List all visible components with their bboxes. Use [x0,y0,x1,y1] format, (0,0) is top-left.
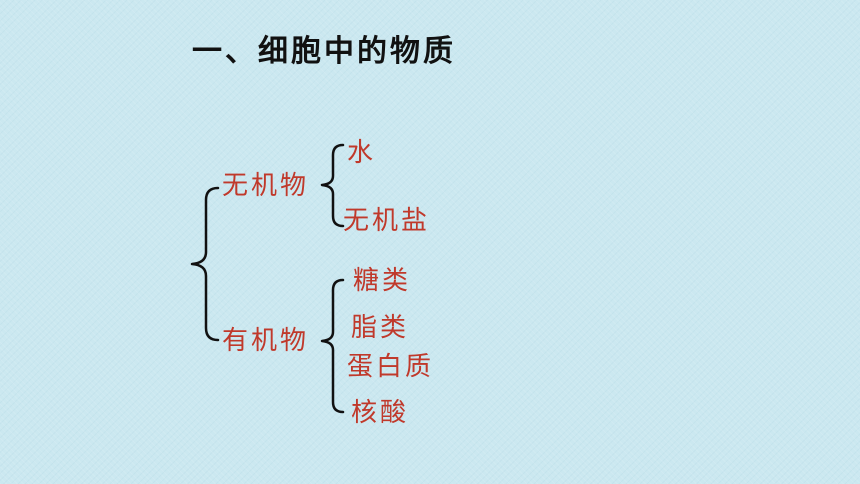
item-water: 水 [347,138,377,168]
organic-brace [320,278,345,414]
item-inorganic-salt: 无机盐 [343,206,431,236]
group-label-inorganic: 无机物 [222,171,310,201]
item-sugars: 糖类 [353,266,412,296]
item-protein: 蛋白质 [347,352,435,382]
item-nucleic-acid: 核酸 [351,398,410,428]
main-brace [190,186,220,342]
item-lipids: 脂类 [351,313,410,343]
page-title: 一、细胞中的物质 [192,34,456,69]
group-label-organic: 有机物 [222,326,310,356]
inorganic-brace [320,143,345,228]
